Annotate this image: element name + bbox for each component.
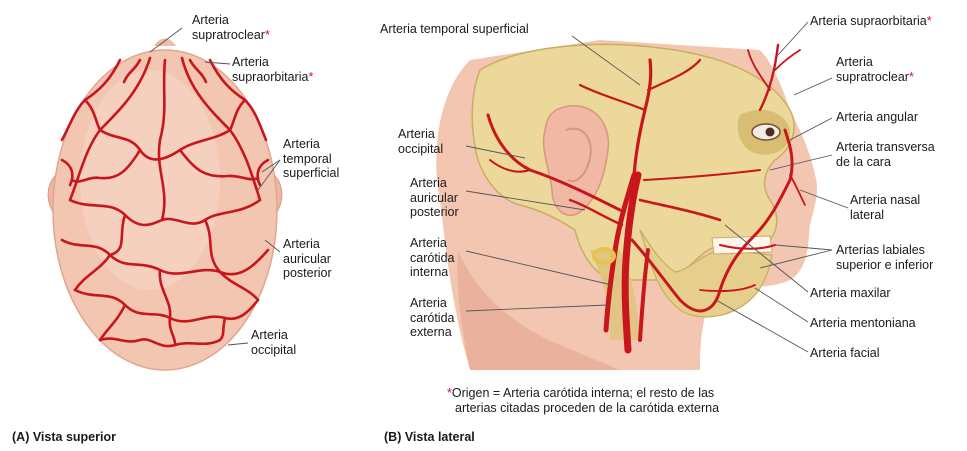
label-b-supratroclear-text: Arteria supratroclear bbox=[836, 55, 909, 84]
label-a-temporal: Arteria temporal superficial bbox=[283, 137, 339, 181]
caption-panel-a: (A) Vista superior bbox=[12, 430, 116, 444]
label-b-carotida-interna: Arteria carótida interna bbox=[410, 236, 454, 280]
label-b-supraorbitaria: Arteria supraorbitaria* bbox=[810, 14, 932, 29]
label-b-labiales: Arterias labiales superior e inferior bbox=[836, 243, 933, 272]
label-b-supraorbitaria-text: Arteria supraorbitaria bbox=[810, 14, 927, 28]
scalp-highlight bbox=[80, 70, 220, 290]
nose-tip bbox=[154, 39, 176, 47]
label-b-occipital: Arteria occipital bbox=[398, 127, 443, 156]
label-a-auricular: Arteria auricular posterior bbox=[283, 237, 332, 281]
label-b-supratroclear: Arteria supratroclear* bbox=[836, 55, 914, 84]
label-b-facial: Arteria facial bbox=[810, 346, 879, 361]
asterisk-mark: * bbox=[308, 70, 313, 84]
label-b-angular: Arteria angular bbox=[836, 110, 918, 125]
asterisk-mark: * bbox=[909, 70, 914, 84]
asterisk-mark: * bbox=[927, 14, 932, 28]
label-a-supraorbitaria: Arteria supraorbitaria* bbox=[232, 55, 313, 84]
label-a-occipital: Arteria occipital bbox=[251, 328, 296, 357]
origin-footnote: *Origen = Arteria carótida interna; el r… bbox=[447, 386, 719, 416]
caption-panel-b: (B) Vista lateral bbox=[384, 430, 475, 444]
label-b-mentoniana: Arteria mentoniana bbox=[810, 316, 916, 331]
footnote-line-2: arterias citadas proceden de la carótida… bbox=[447, 401, 719, 416]
label-b-carotida-externa: Arteria carótida externa bbox=[410, 296, 454, 340]
label-a-supratroclear: Arteria supratroclear* bbox=[192, 13, 270, 42]
iris bbox=[766, 128, 775, 137]
label-b-transversa: Arteria transversa de la cara bbox=[836, 140, 935, 169]
label-b-nasal: Arteria nasal lateral bbox=[850, 193, 920, 222]
label-b-auricular: Arteria auricular posterior bbox=[410, 176, 459, 220]
label-a-supratroclear-text: Arteria supratroclear bbox=[192, 13, 265, 42]
head-top-view bbox=[48, 39, 282, 371]
footnote-line-1: *Origen = Arteria carótida interna; el r… bbox=[447, 386, 719, 401]
asterisk-mark: * bbox=[265, 28, 270, 42]
footnote-text-1: Origen = Arteria carótida interna; el re… bbox=[452, 386, 714, 400]
label-b-maxilar: Arteria maxilar bbox=[810, 286, 891, 301]
label-a-supraorbitaria-text: Arteria supraorbitaria bbox=[232, 55, 308, 84]
label-b-temporal: Arteria temporal superficial bbox=[380, 22, 529, 37]
head-lateral-view bbox=[436, 40, 817, 370]
